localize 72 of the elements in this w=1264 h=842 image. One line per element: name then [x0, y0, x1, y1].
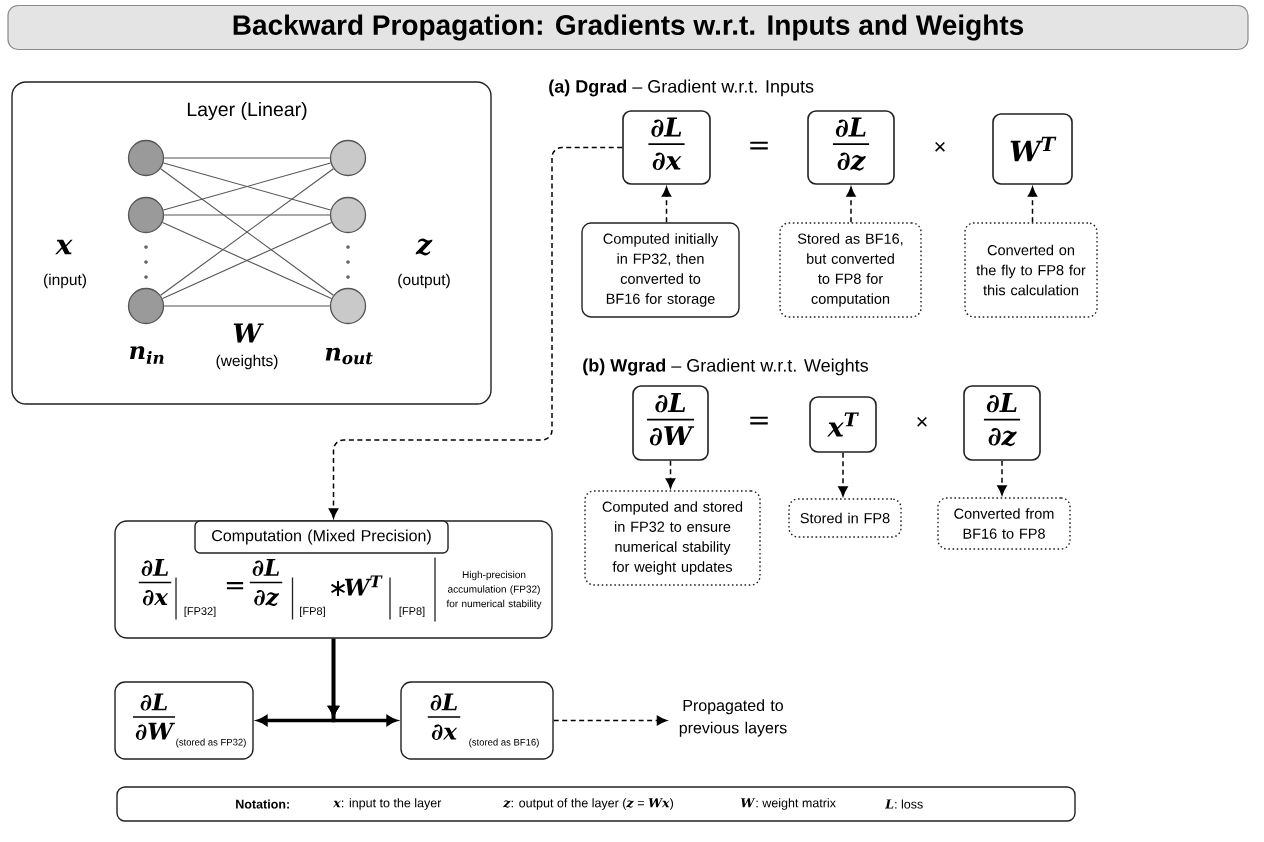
notation-entry: z: output of the layer (z = Wx)	[503, 798, 674, 810]
crossing-lines	[162, 221, 332, 300]
notation-entry: W: weight matrix	[740, 798, 836, 810]
dashed-arrow	[328, 146, 623, 519]
subscript-label: [FP32]	[184, 606, 216, 618]
multiply-sign: ×	[935, 141, 945, 152]
crossing-lines	[160, 168, 334, 296]
dashed-arrow	[665, 460, 676, 489]
formula-box: W$^{T}$	[992, 113, 1073, 185]
formula-box: ∂L ∂z	[963, 385, 1041, 461]
neuron-circle	[329, 196, 367, 234]
subscript-label: (stored as FP32)	[176, 738, 246, 748]
subscript-label: [FP8]	[300, 606, 325, 618]
note-box: Computed and stored in FP32 to ensure numerical stability for weight updates	[584, 490, 761, 586]
dashed-arrow	[997, 460, 1007, 496]
tab-heading: Computation (Mixed Precision)	[194, 520, 449, 554]
equals-sign: =	[750, 141, 768, 150]
fraction: ∂L ∂W	[132, 693, 176, 740]
dashed-arrow	[552, 715, 667, 726]
fraction: ∂L ∂x	[138, 559, 173, 606]
title-banner: Backward Propagation: Gradients w.r.t. Inputs and Weights	[7, 4, 1249, 51]
math-symbol: n$_{out}$	[325, 347, 373, 365]
note-box: Converted from BF16 to FP8	[937, 497, 1071, 550]
fraction: ∂L ∂x	[426, 693, 462, 740]
dashed-arrow	[1027, 186, 1038, 224]
formula-box: ∂L ∂W	[632, 385, 709, 461]
subscript-label: (stored as BF16)	[469, 738, 539, 748]
neuron-circle	[127, 196, 165, 234]
section-heading: (b) Wgrad – Gradient w.r.t. Weights	[583, 358, 868, 376]
crossing-lines	[162, 162, 332, 211]
note-box: Converted on the fly to FP8 for this calculation	[964, 222, 1098, 318]
neuron-circle	[127, 139, 165, 177]
note-box: Stored as BF16, but converted to FP8 for computation	[779, 222, 922, 318]
notation-entry: x: input to the layer	[333, 798, 442, 810]
notation-entry: L: loss	[885, 799, 923, 809]
side-note: High-precision accumulation (FP32) for numerical stability	[446, 570, 542, 610]
weight-line	[163, 157, 331, 159]
math-symbol: z	[415, 238, 433, 256]
equals-sign: =	[750, 416, 768, 425]
math-symbol: n$_{in}$	[130, 346, 164, 364]
math-symbol: W	[233, 323, 264, 343]
weight-line	[163, 305, 331, 307]
dashed-arrow	[838, 452, 848, 497]
dashed-arrow	[846, 186, 856, 224]
layer-box	[11, 81, 492, 405]
result-box	[114, 681, 254, 760]
dashed-arrow	[661, 186, 672, 224]
formula-box: x$^{T}$	[809, 396, 877, 453]
text-label: (input)	[44, 273, 86, 289]
text-label: (output)	[398, 273, 450, 289]
math-symbol: W$^{T}$	[344, 575, 383, 596]
formula-box: ∂L ∂x	[622, 110, 711, 185]
fraction: ∂L ∂z	[249, 559, 284, 607]
notation-box	[116, 786, 1076, 822]
note-box: Stored in FP8	[788, 498, 902, 538]
neuron-circle	[329, 139, 367, 177]
text-label: Propagated to previous layers	[679, 699, 787, 737]
neuron-circle	[329, 287, 367, 325]
notation-heading: Notation:	[236, 799, 289, 809]
weight-line	[163, 214, 331, 216]
subscript-label: [FP8]	[399, 606, 425, 618]
note-box: Computed initially in FP32, then converted to BF16 for storage	[581, 222, 740, 318]
neuron-circle	[127, 287, 165, 325]
math-symbol: x	[55, 239, 73, 255]
result-box	[400, 681, 554, 760]
formula-box: ∂L ∂z	[807, 110, 895, 185]
section-heading: (a) Dgrad – Gradient w.r.t. Inputs	[549, 79, 814, 97]
equals-sign: =	[226, 582, 244, 590]
multiply-sign: ∗	[331, 580, 345, 596]
box-heading: Layer (Linear)	[187, 101, 307, 121]
text-label: (weights)	[216, 354, 278, 370]
multiply-sign: ×	[917, 416, 927, 427]
